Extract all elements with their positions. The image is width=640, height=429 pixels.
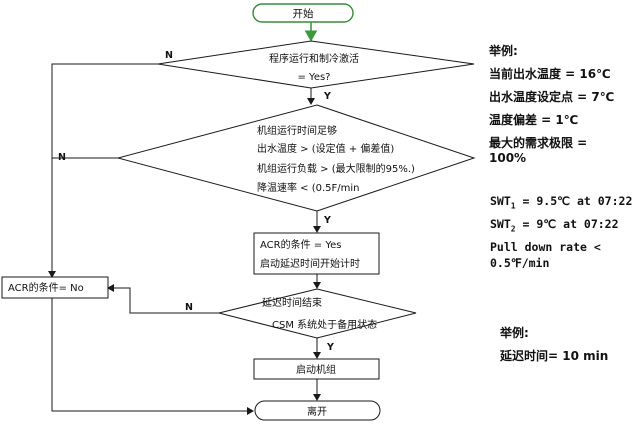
swt1-prefix: SWT [490, 194, 511, 208]
decision-run-conditions: 机组运行时间足够 出水温度 > (设定值 + 偏差值) 机组运行负载 > (最大… [116, 104, 476, 212]
end-label: 离开 [307, 405, 327, 418]
loop-n3 [107, 284, 219, 314]
decision2-line4: 降温速率 < (0.5F/min [257, 181, 360, 194]
acr-no-box: ACR的条件= No [1, 276, 109, 299]
swt2-sub: 2 [510, 224, 516, 234]
process-start-unit: 启动机组 [253, 358, 380, 380]
example3-item: 延迟时间= 10 min [500, 349, 609, 363]
decision1-line2: = Yes? [297, 72, 330, 83]
example1-item-1: 当前出水温度 = 16℃ [489, 67, 611, 81]
label-y1: Y [323, 91, 331, 102]
loop-n1 [48, 63, 158, 278]
decision-delay-expired: 延迟时间结束 CSM 系统处于备用状态 [218, 288, 417, 339]
label-y2: Y [323, 215, 331, 226]
label-n1: N [165, 50, 173, 61]
swt2-prefix: SWT [490, 217, 511, 231]
swt1-sub: 1 [510, 201, 516, 211]
process2-line1: 启动机组 [296, 363, 336, 376]
pulldown-line2: 0.5℉/min [490, 256, 550, 270]
example1-item-2: 出水温度设定点 = 7℃ [489, 90, 615, 104]
decision2-line3: 机组运行负载 > (最大限制的95%.) [257, 162, 415, 175]
swt2-rest: = 9℃ at 07:22 [515, 217, 619, 231]
decision3-line1: 延迟时间结束 [262, 296, 322, 309]
process1-line1: ACR的条件 = Yes [260, 238, 341, 251]
end-node: 离开 [254, 400, 381, 421]
label-y3: Y [326, 342, 334, 353]
decision-program-cooling: 程序运行和制冷激活 = Yes? [157, 40, 475, 89]
swt1-rest: = 9.5℃ at 07:22 [515, 194, 633, 208]
swt1-line: SWT1 = 9.5℃ at 07:22 [490, 194, 633, 211]
decision3-line2: CSM 系统处于备用状态 [272, 318, 377, 331]
loop-to-exit [51, 298, 254, 415]
left-box-label: ACR的条件= No [8, 281, 84, 294]
example3-title: 举例: [500, 326, 529, 340]
example1-title: 举例: [489, 44, 518, 58]
decision2-line2: 出水温度 > (设定值 + 偏差值) [257, 142, 394, 155]
example1-item-4: 最大的需求极限 = [489, 136, 588, 150]
swt2-line: SWT2 = 9℃ at 07:22 [490, 217, 619, 234]
process-acr-yes: ACR的条件 = Yes 启动延迟时间开始计时 [253, 232, 380, 275]
example1-item-3: 温度偏差 = 1℃ [489, 113, 579, 127]
example1-item-5: 100% [489, 151, 527, 165]
decision2-line1: 机组运行时间足够 [257, 124, 337, 137]
decision1-line1: 程序运行和制冷激活 [269, 52, 359, 65]
start-node: 开始 [252, 3, 354, 23]
label-n3: N [185, 302, 193, 313]
start-label: 开始 [293, 7, 314, 20]
process1-line2: 启动延迟时间开始计时 [260, 257, 360, 270]
pulldown-line1: Pull down rate < [490, 240, 601, 254]
